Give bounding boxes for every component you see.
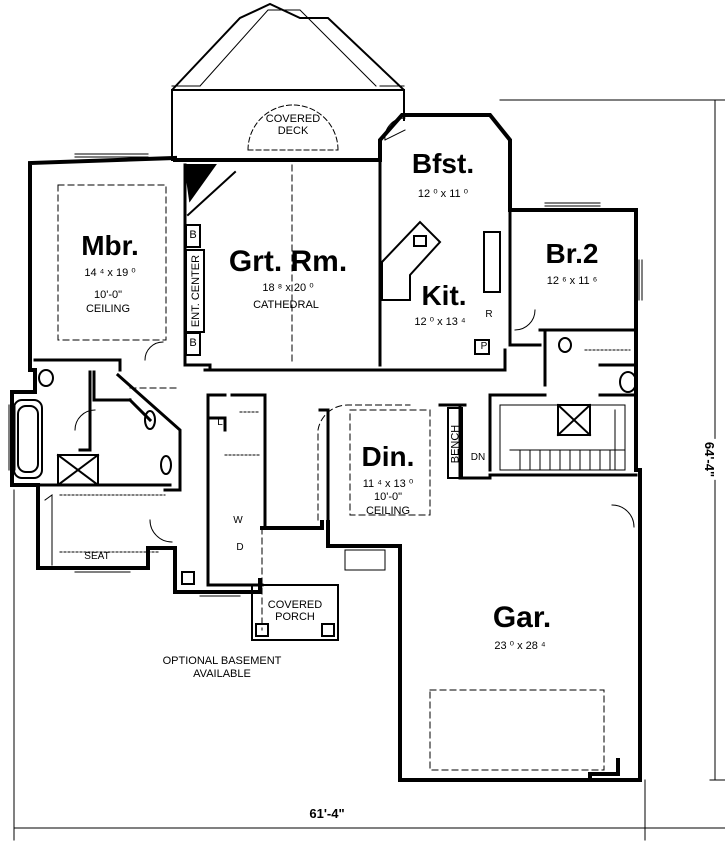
washer-label: W (233, 515, 243, 526)
room-dims-breakfast: 12 ⁰ x 11 ⁰ (417, 188, 469, 200)
optional-basement-label-line1: OPTIONAL BASEMENT (162, 655, 282, 667)
door-swings (74, 117, 635, 543)
ceiling-outlines (57, 164, 605, 771)
room-dims-kitchen: 12 ⁰ x 13 ⁴ (414, 316, 466, 328)
room-name-garage: Gar. (492, 601, 552, 634)
covered-porch-label-line1: COVERED (267, 599, 323, 611)
covered-deck-label-line2: DECK (277, 125, 309, 137)
range-label: R (485, 309, 493, 320)
room-note-great-room: CATHEDRAL (253, 299, 319, 311)
room-dims-bedroom2: 12 ⁶ x 11 ⁶ (546, 275, 598, 287)
ent-center-label: ENT. CENTER (190, 254, 203, 328)
laundry-label: L (217, 417, 223, 428)
covered-deck-outline (171, 2, 405, 161)
pantry-label: P (480, 341, 488, 352)
fixtures (13, 231, 637, 585)
room-name-great-room: Grt. Rm. (228, 245, 348, 278)
bookcase-label-top: B (189, 229, 197, 241)
kitchen-island (381, 220, 442, 301)
room-name-bedroom2: Br.2 (545, 238, 599, 269)
room-dims-dining: 11 ⁴ x 13 ⁰ (362, 478, 414, 490)
overall-width-dimension: 61'-4" (306, 807, 348, 820)
bookcase-label-bottom: B (189, 337, 197, 349)
optional-basement-label-line2: AVAILABLE (193, 668, 251, 680)
room-name-kitchen: Kit. (421, 280, 467, 311)
ceiling-height-master: 10'-0" (93, 289, 123, 301)
bench-fireplace (183, 164, 463, 479)
ceiling-label-dining: CEILING (365, 505, 411, 517)
room-dims-great-room: 18 ⁸ x 20 ⁰ (262, 282, 314, 294)
windows (8, 153, 643, 597)
stair-down-label: DN (470, 452, 486, 463)
covered-deck-label-line1: COVERED (265, 113, 321, 125)
ceiling-label-master: CEILING (85, 303, 131, 315)
room-name-breakfast: Bfst. (411, 148, 475, 179)
ceiling-height-dining: 10'-0" (373, 491, 403, 503)
dryer-label: D (236, 542, 244, 553)
overall-depth-dimension: 64'-4" (702, 438, 718, 481)
room-name-dining: Din. (361, 441, 415, 472)
room-dims-master: 14 ⁴ x 19 ⁰ (84, 267, 136, 279)
interior-walls (33, 158, 638, 587)
covered-porch-outline (251, 584, 339, 641)
closet-rods (44, 349, 631, 566)
covered-porch-label-line2: PORCH (275, 611, 315, 623)
room-name-master: Mbr. (81, 230, 139, 261)
seat-label: SEAT (84, 551, 110, 562)
stairs (499, 404, 626, 471)
bench-label: BENCH (449, 424, 462, 464)
exterior-walls (10, 113, 642, 782)
room-dims-garage: 23 ⁰ x 28 ⁴ (494, 640, 546, 652)
